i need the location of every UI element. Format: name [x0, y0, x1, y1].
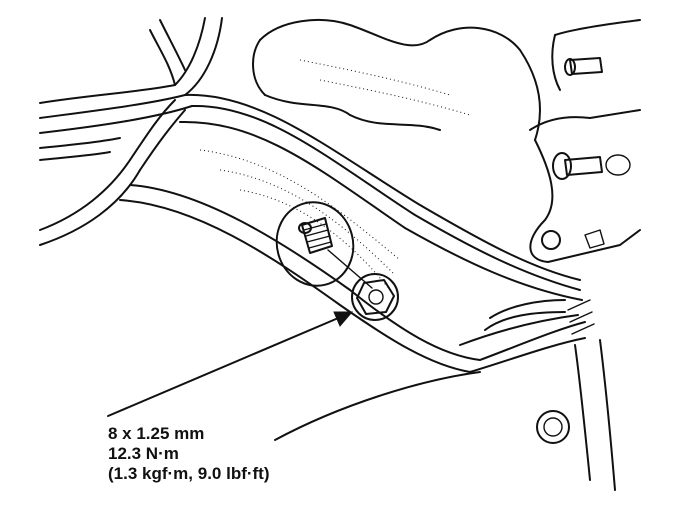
lower-right-support [536, 339, 616, 491]
torque-alt-label: (1.3 kgf·m, 9.0 lbf·ft) [108, 464, 270, 483]
callout-arrowhead [333, 311, 354, 327]
torque-callout: 8 x 1.25 mm 12.3 N·m (1.3 kgf·m, 9.0 lbf… [108, 424, 270, 484]
stud-bolt [275, 201, 355, 287]
torque-nm-label: 12.3 N·m [108, 444, 179, 463]
right-studs [552, 57, 631, 180]
bracket-hole [541, 230, 561, 250]
brake-lines-left [39, 99, 186, 246]
lower-body-panel [274, 299, 566, 441]
flange-nut [327, 249, 399, 321]
callout-leader [107, 311, 354, 417]
frame-channel [119, 93, 595, 373]
bracket-slot [584, 229, 605, 249]
frame-shading [199, 149, 401, 291]
bolt-size-label: 8 x 1.25 mm [108, 424, 205, 443]
right-bracket [529, 19, 641, 263]
brake-lines-upper-left [39, 17, 223, 161]
hand-component [252, 19, 541, 141]
